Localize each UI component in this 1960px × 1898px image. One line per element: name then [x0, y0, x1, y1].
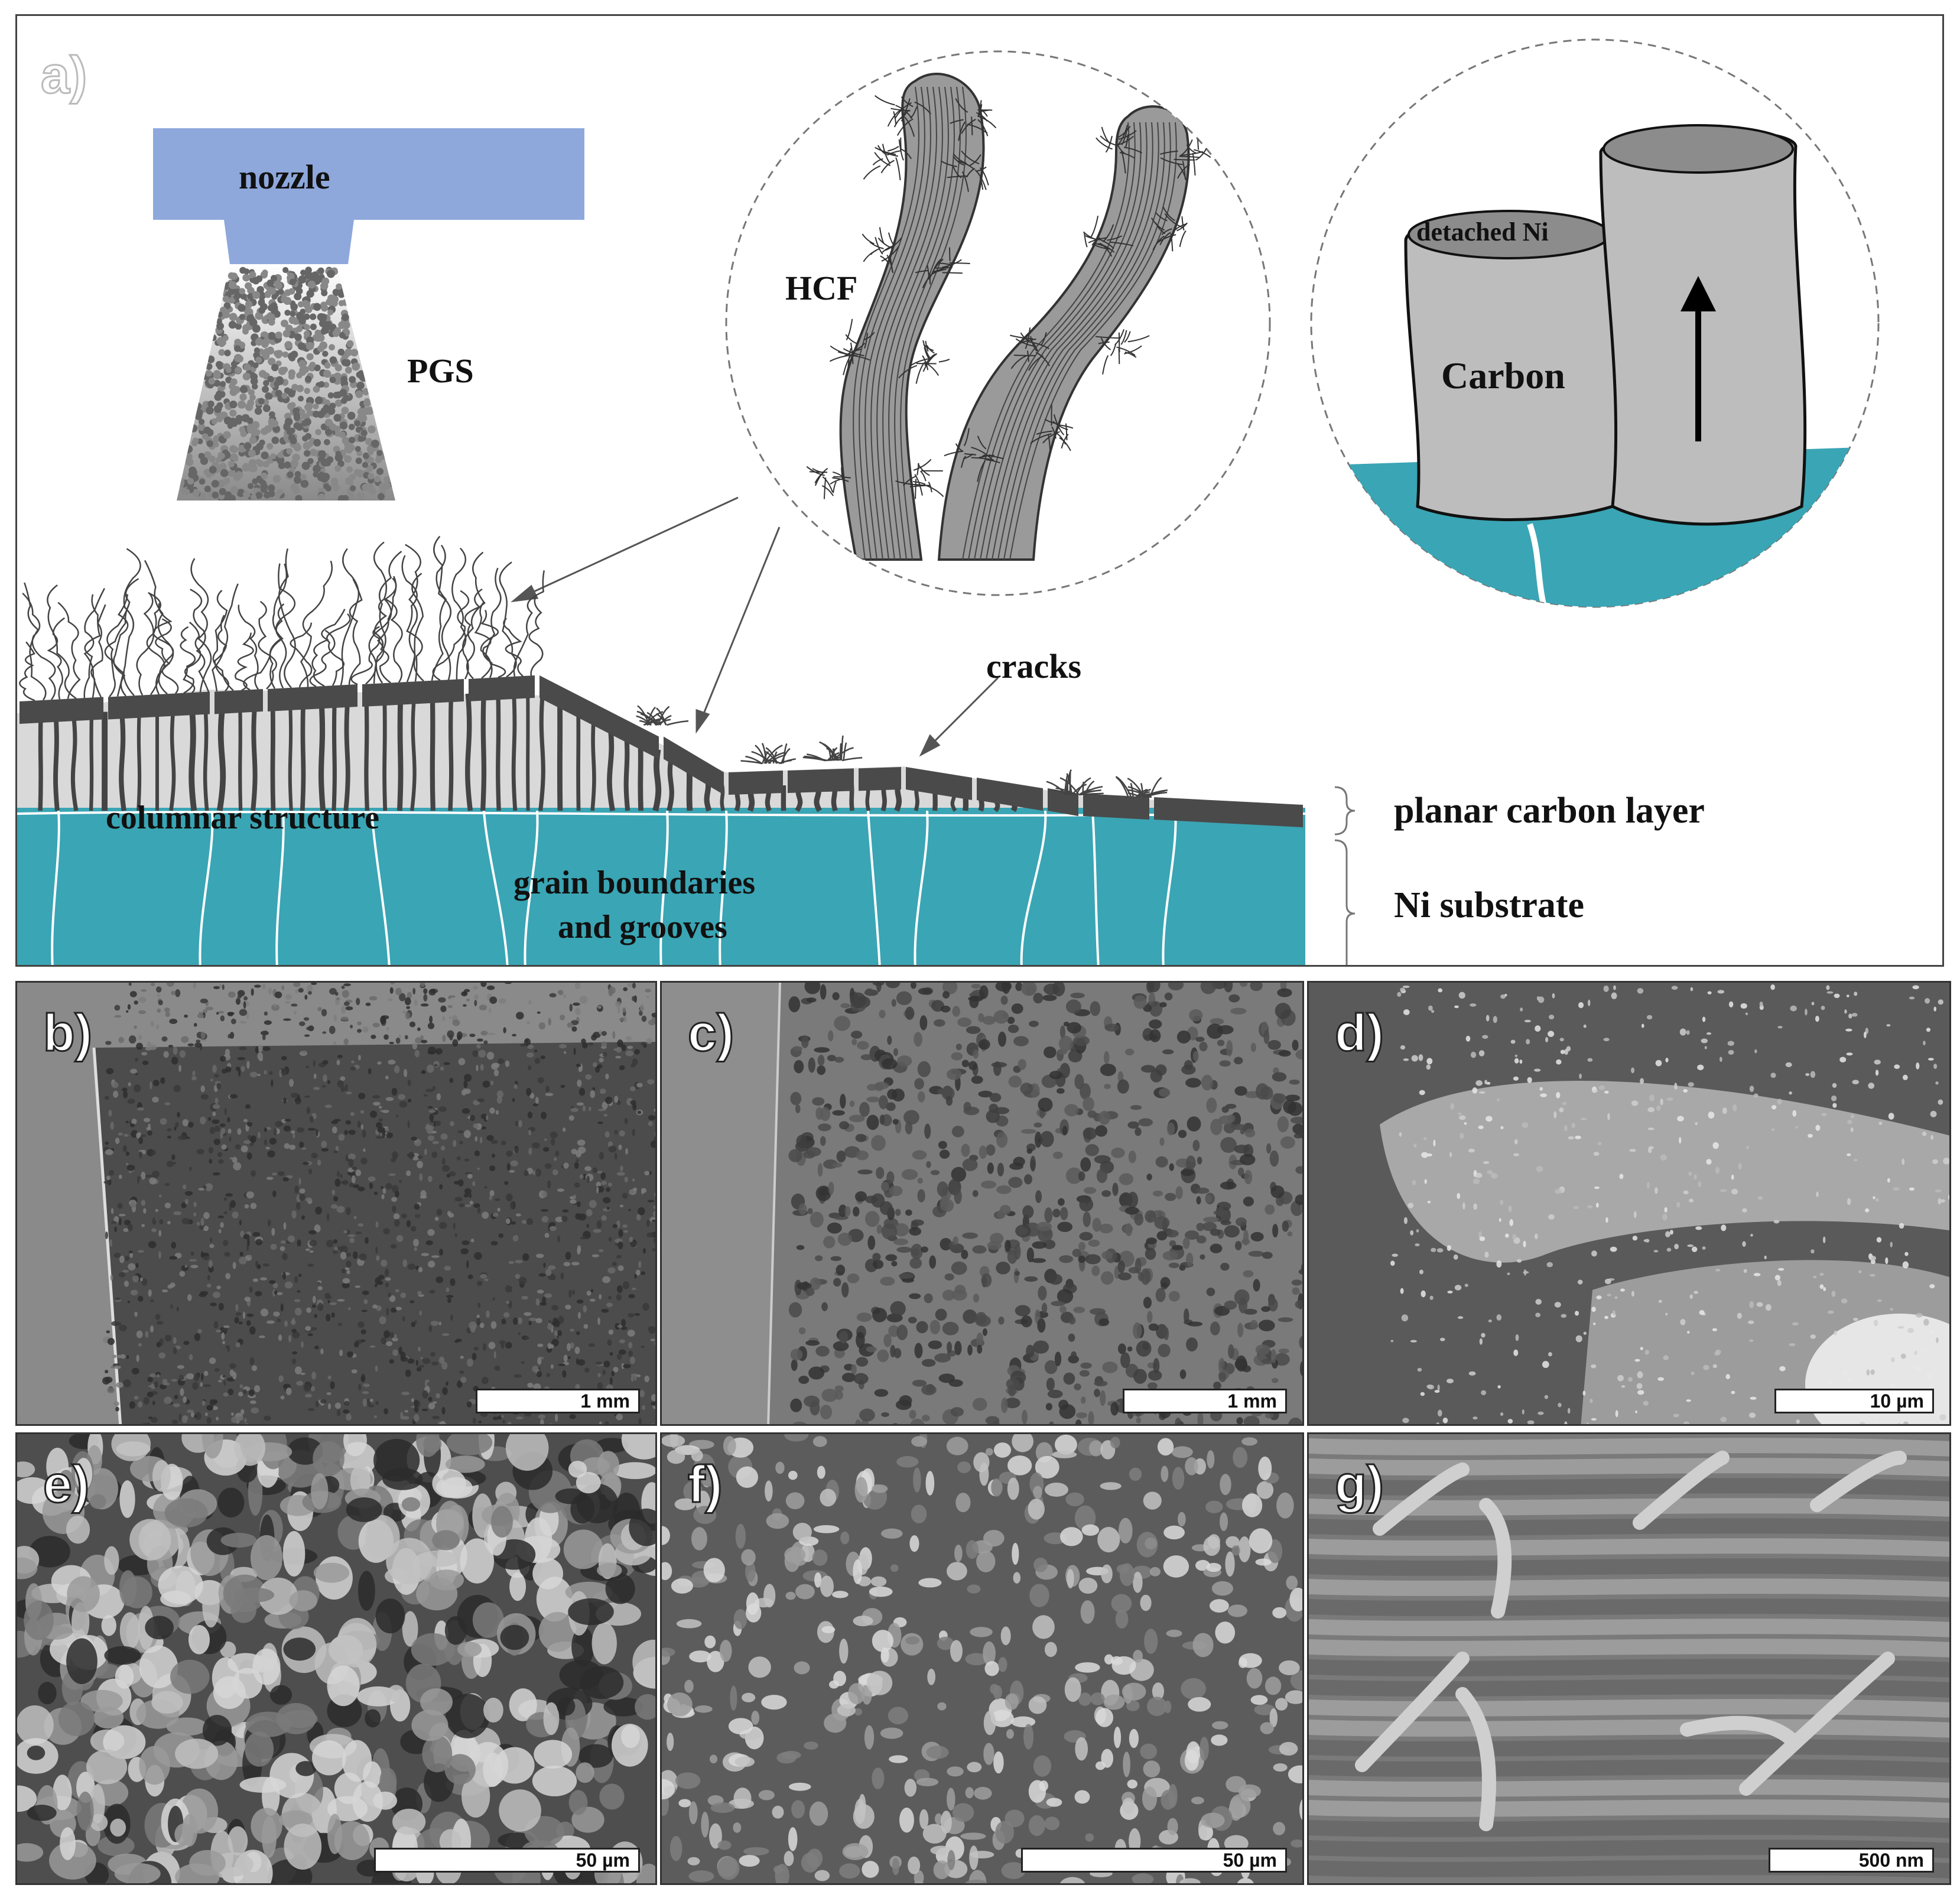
braces: [1334, 786, 1356, 965]
panel-label-e: e): [42, 1454, 90, 1514]
carbon-zoom-circle: [1310, 38, 1880, 608]
schematic-panel-a: a) nozzle PGS HCF: [15, 14, 1944, 967]
grain-label-2: and grooves: [558, 909, 727, 945]
sem-texture-d: [1309, 983, 1949, 1424]
scale-bar-b: 1 mm: [476, 1389, 640, 1413]
sem-image-c: c) 1 mm: [660, 981, 1304, 1426]
surface-fibers: [19, 535, 1168, 798]
substrate-label: Ni substrate: [1394, 885, 1584, 925]
planar-label: planar carbon layer: [1394, 791, 1705, 831]
detached-ni-label: detached Ni: [1416, 217, 1549, 246]
columnar-label: columnar structure: [106, 800, 379, 836]
panel-label-d: d): [1334, 1003, 1384, 1063]
panel-label-f: f): [687, 1454, 724, 1514]
spray-cone: [177, 264, 395, 500]
scale-bar-e: 50 µm: [374, 1848, 640, 1873]
sem-texture-c: [662, 983, 1302, 1424]
sem-texture-b: [17, 983, 655, 1424]
sem-image-g: g) 500 nm: [1307, 1432, 1951, 1885]
panel-label-g: g): [1334, 1454, 1384, 1514]
scale-bar-f: 50 µm: [1021, 1848, 1287, 1873]
sem-texture-e: [17, 1434, 655, 1883]
grain-label-1: grain boundaries: [513, 864, 755, 901]
cracks-label: cracks: [986, 647, 1081, 685]
panel-label-c: c): [687, 1003, 734, 1063]
hcf-zoom-circle: [725, 50, 1271, 596]
scale-bar-c: 1 mm: [1123, 1389, 1287, 1413]
nozzle-icon: [153, 128, 584, 264]
sem-image-b: b) 1 mm: [15, 981, 657, 1426]
ni-substrate: [17, 808, 1306, 965]
planar-carbon-layer: [19, 675, 1303, 827]
panel-label-b: b): [42, 1003, 93, 1063]
panel-label-a: a): [41, 46, 87, 104]
sem-image-e: e) 50 µm: [15, 1432, 657, 1885]
hcf-label: HCF: [785, 269, 857, 307]
sem-texture-f: [662, 1434, 1302, 1883]
scale-bar-g: 500 nm: [1769, 1848, 1934, 1873]
zoom-arrows: [511, 496, 999, 757]
columnar-lines: [38, 690, 1018, 812]
carbon-label: Carbon: [1441, 355, 1565, 396]
schematic-svg: a) nozzle PGS HCF: [17, 38, 1880, 965]
scale-bar-d: 10 µm: [1774, 1389, 1934, 1413]
sem-image-f: f) 50 µm: [660, 1432, 1304, 1885]
nozzle-label: nozzle: [239, 158, 330, 196]
sem-image-d: d) 10 µm: [1307, 981, 1951, 1426]
sem-texture-g: [1309, 1434, 1949, 1883]
pgs-label: PGS: [407, 352, 474, 390]
